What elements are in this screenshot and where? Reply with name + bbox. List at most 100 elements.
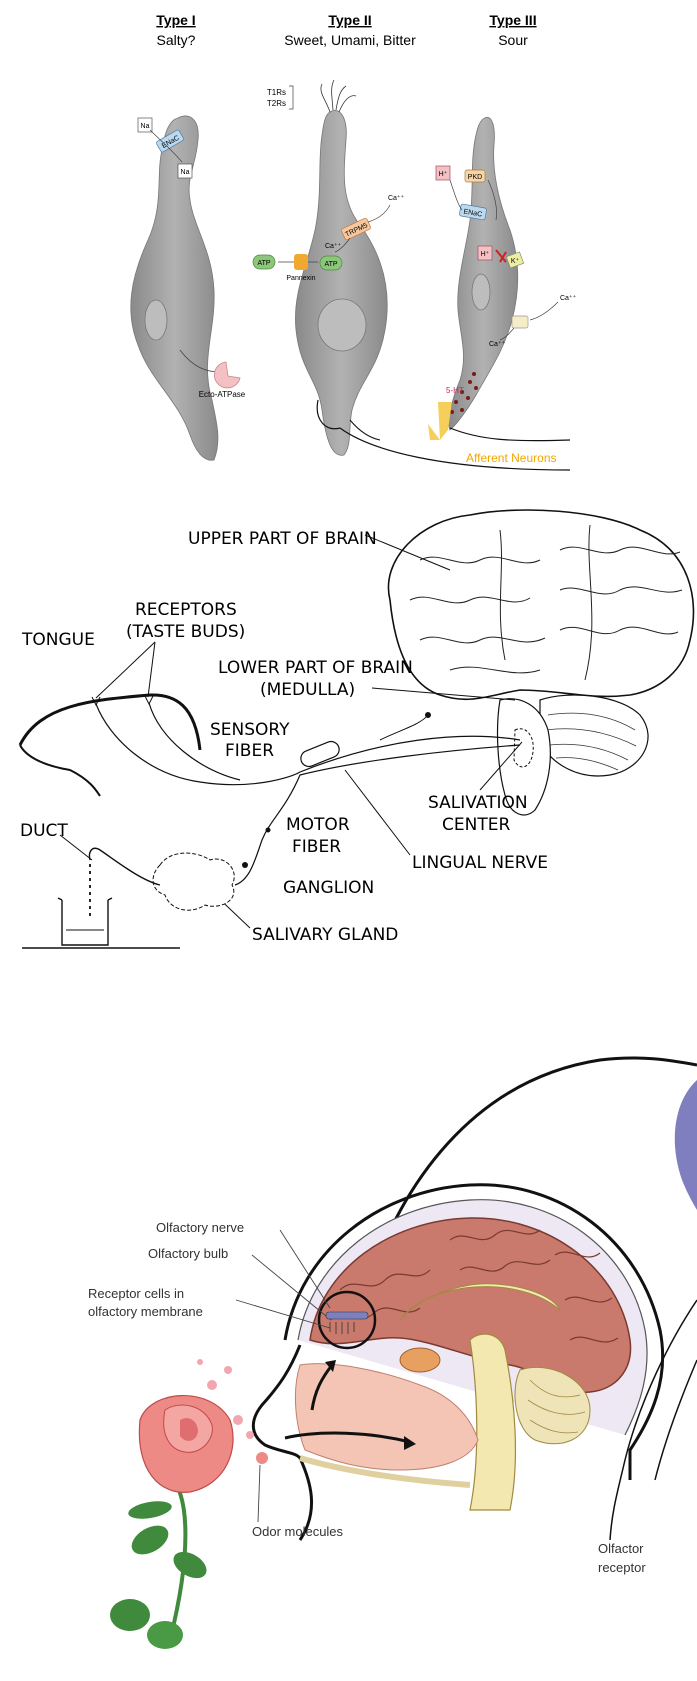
- brain-orange-structure: [399, 1347, 441, 1373]
- corpus-callosum: [399, 1283, 561, 1321]
- type1-cell: [130, 115, 219, 461]
- atp-right-label: ATP: [324, 261, 337, 268]
- magnification-curve: [368, 1056, 697, 1281]
- olfaction-leaders: [235, 1229, 331, 1523]
- cerebellum-branches: [527, 1379, 586, 1434]
- face-profile: [251, 1344, 314, 1541]
- rose: [110, 1395, 234, 1649]
- olfactory-receptors-lines: [329, 1322, 355, 1334]
- enac-channel-type3: [459, 203, 487, 221]
- brain-gyri: [409, 524, 683, 681]
- 5ht-label: 5-HT: [446, 386, 464, 395]
- na-flow-arrow: [149, 129, 183, 163]
- na-inside-label: Na: [181, 169, 190, 176]
- motor-fiber-label: FIBER: [292, 837, 341, 857]
- airflow-up-arrowhead: [325, 1360, 336, 1372]
- cerebellum-folia: [545, 712, 637, 771]
- ca-in-type2: Ca⁺⁺: [325, 242, 342, 250]
- airflow-back-arrow: [284, 1431, 411, 1444]
- motor-label: MOTOR: [286, 815, 350, 835]
- sensory-fiber: [95, 703, 521, 786]
- airflow-up-arrow: [310, 1364, 334, 1411]
- atp-right-badge: [319, 255, 343, 271]
- duct-label: DUCT: [20, 821, 68, 841]
- type3-nucleus: [471, 273, 491, 311]
- afferent-terminal: [438, 402, 452, 440]
- type2-subtitle: Sweet, Umami, Bitter: [284, 32, 416, 48]
- pkd-channel: [464, 169, 486, 183]
- na-outside-label: Na: [141, 123, 150, 130]
- olfaction-diagram: Olfactor receptor: [88, 1056, 697, 1649]
- afferent-branch: [428, 424, 440, 440]
- beaker: [57, 897, 113, 946]
- olfaction-panel: Olfactor receptor: [0, 1040, 697, 1676]
- saliva-duct: [88, 847, 161, 886]
- t1rs-label: T1Rs: [267, 88, 286, 97]
- type1-nucleus: [144, 299, 168, 341]
- lingual-nerve-label: LINGUAL NERVE: [412, 853, 548, 873]
- brainstem: [469, 1333, 517, 1511]
- h-inside-label: H⁺: [481, 250, 490, 258]
- motor-fiber: [234, 744, 521, 886]
- neuron-branch: [379, 714, 429, 741]
- ecto-atpase-label: Ecto-ATPase: [199, 390, 246, 399]
- pannexin-label: Pannexin: [286, 275, 315, 282]
- k-block-icon: [495, 249, 507, 263]
- tongue: [18, 693, 202, 751]
- olfactory-receptor-label-2: receptor: [598, 1560, 646, 1575]
- ca-out-type2: Ca⁺⁺: [388, 194, 405, 202]
- blue-shape: [674, 1080, 697, 1210]
- t2rs-label: T2Rs: [267, 99, 286, 108]
- type1-subtitle: Salty?: [157, 32, 196, 48]
- olfactory-nerve-label: Olfactory nerve: [156, 1220, 244, 1235]
- receptor-cells-label-1: Receptor cells in: [88, 1286, 184, 1301]
- taste-bud-right: [144, 695, 154, 706]
- h-outside-box: [435, 165, 451, 181]
- receptors-label: RECEPTORS: [135, 600, 237, 620]
- h-flow-arrow: [449, 179, 497, 221]
- medulla-label: (MEDULLA): [260, 680, 355, 700]
- brain-sulci: [329, 1229, 619, 1343]
- ca-arrow-type2: [334, 204, 391, 253]
- pannexin-channel: [294, 254, 308, 270]
- ca-in-type3: Ca⁺⁺: [489, 340, 506, 348]
- skull-outline: [283, 1183, 665, 1480]
- tongue-lower: [19, 744, 101, 797]
- h-outside-label: H⁺: [439, 170, 448, 178]
- taste-buds-label: (TASTE BUDS): [126, 622, 245, 642]
- salivation-reflex-diagram: UPPER PART OF BRAIN RECEPTORS (TASTE BUD…: [18, 509, 695, 949]
- salivation-center-label: CENTER: [442, 815, 510, 835]
- tongue-label: TONGUE: [21, 630, 95, 650]
- olfactory-bulb: [325, 1311, 369, 1320]
- upper-brain-outline: [387, 509, 695, 701]
- sensory-fiber-2: [148, 702, 241, 781]
- atp-left-badge: [252, 254, 276, 270]
- type2-nucleus: [317, 298, 367, 352]
- type2-microvilli: [320, 79, 357, 113]
- atp-left-label: ATP: [257, 260, 270, 267]
- serotonin-vesicles: [450, 372, 478, 414]
- na-outside-box: [137, 117, 153, 133]
- ecto-atpase-icon: [214, 361, 241, 389]
- ganglion-label: GANGLION: [283, 878, 374, 898]
- cerebrum: [309, 1217, 632, 1394]
- olfactory-circle: [317, 1290, 377, 1350]
- upper-brain-label: UPPER PART OF BRAIN: [188, 529, 377, 549]
- enac-label-type3: ENaC: [463, 208, 483, 218]
- nasal-cavity: [294, 1363, 479, 1471]
- type2-title: Type II: [328, 12, 371, 28]
- lingual-nerve-bundle: [300, 740, 340, 768]
- type3-title: Type III: [489, 12, 536, 28]
- enac-channel-type1: [156, 129, 184, 153]
- salivation-reflex-panel: UPPER PART OF BRAIN RECEPTORS (TASTE BUD…: [0, 490, 697, 970]
- cerebellum-3: [514, 1366, 591, 1445]
- cerebellum: [539, 694, 649, 777]
- taste-cell-diagram: Type I Salty? Type II Sweet, Umami, Bitt…: [130, 12, 577, 471]
- medulla: [496, 698, 551, 816]
- na-inside-box: [177, 163, 193, 179]
- odor-molecules-label: Odor molecules: [252, 1524, 344, 1539]
- olfactory-bulb-label: Olfactory bulb: [148, 1246, 228, 1261]
- ca-out-type3: Ca⁺⁺: [560, 294, 577, 302]
- ca-arrow-type3: [499, 301, 559, 341]
- h-inside-box: [477, 245, 493, 261]
